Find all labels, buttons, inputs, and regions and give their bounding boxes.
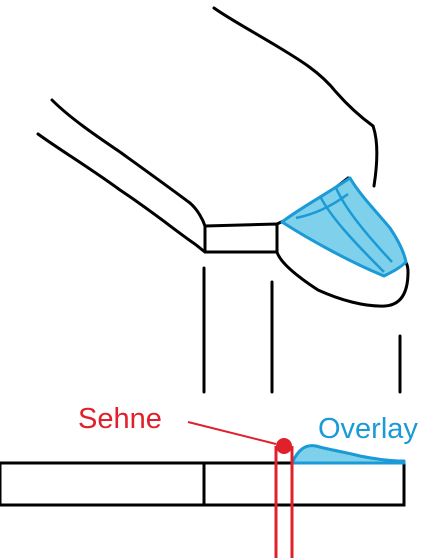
sehne-label: Sehne bbox=[78, 403, 162, 435]
tendon bbox=[187, 421, 294, 558]
projection-lines bbox=[202, 266, 402, 394]
tendon-point bbox=[276, 438, 292, 454]
overlay-label: Overlay bbox=[318, 413, 418, 445]
cross-section bbox=[0, 461, 406, 507]
overlay-layer-on-bar bbox=[290, 444, 406, 465]
finger-overlay bbox=[280, 176, 408, 278]
